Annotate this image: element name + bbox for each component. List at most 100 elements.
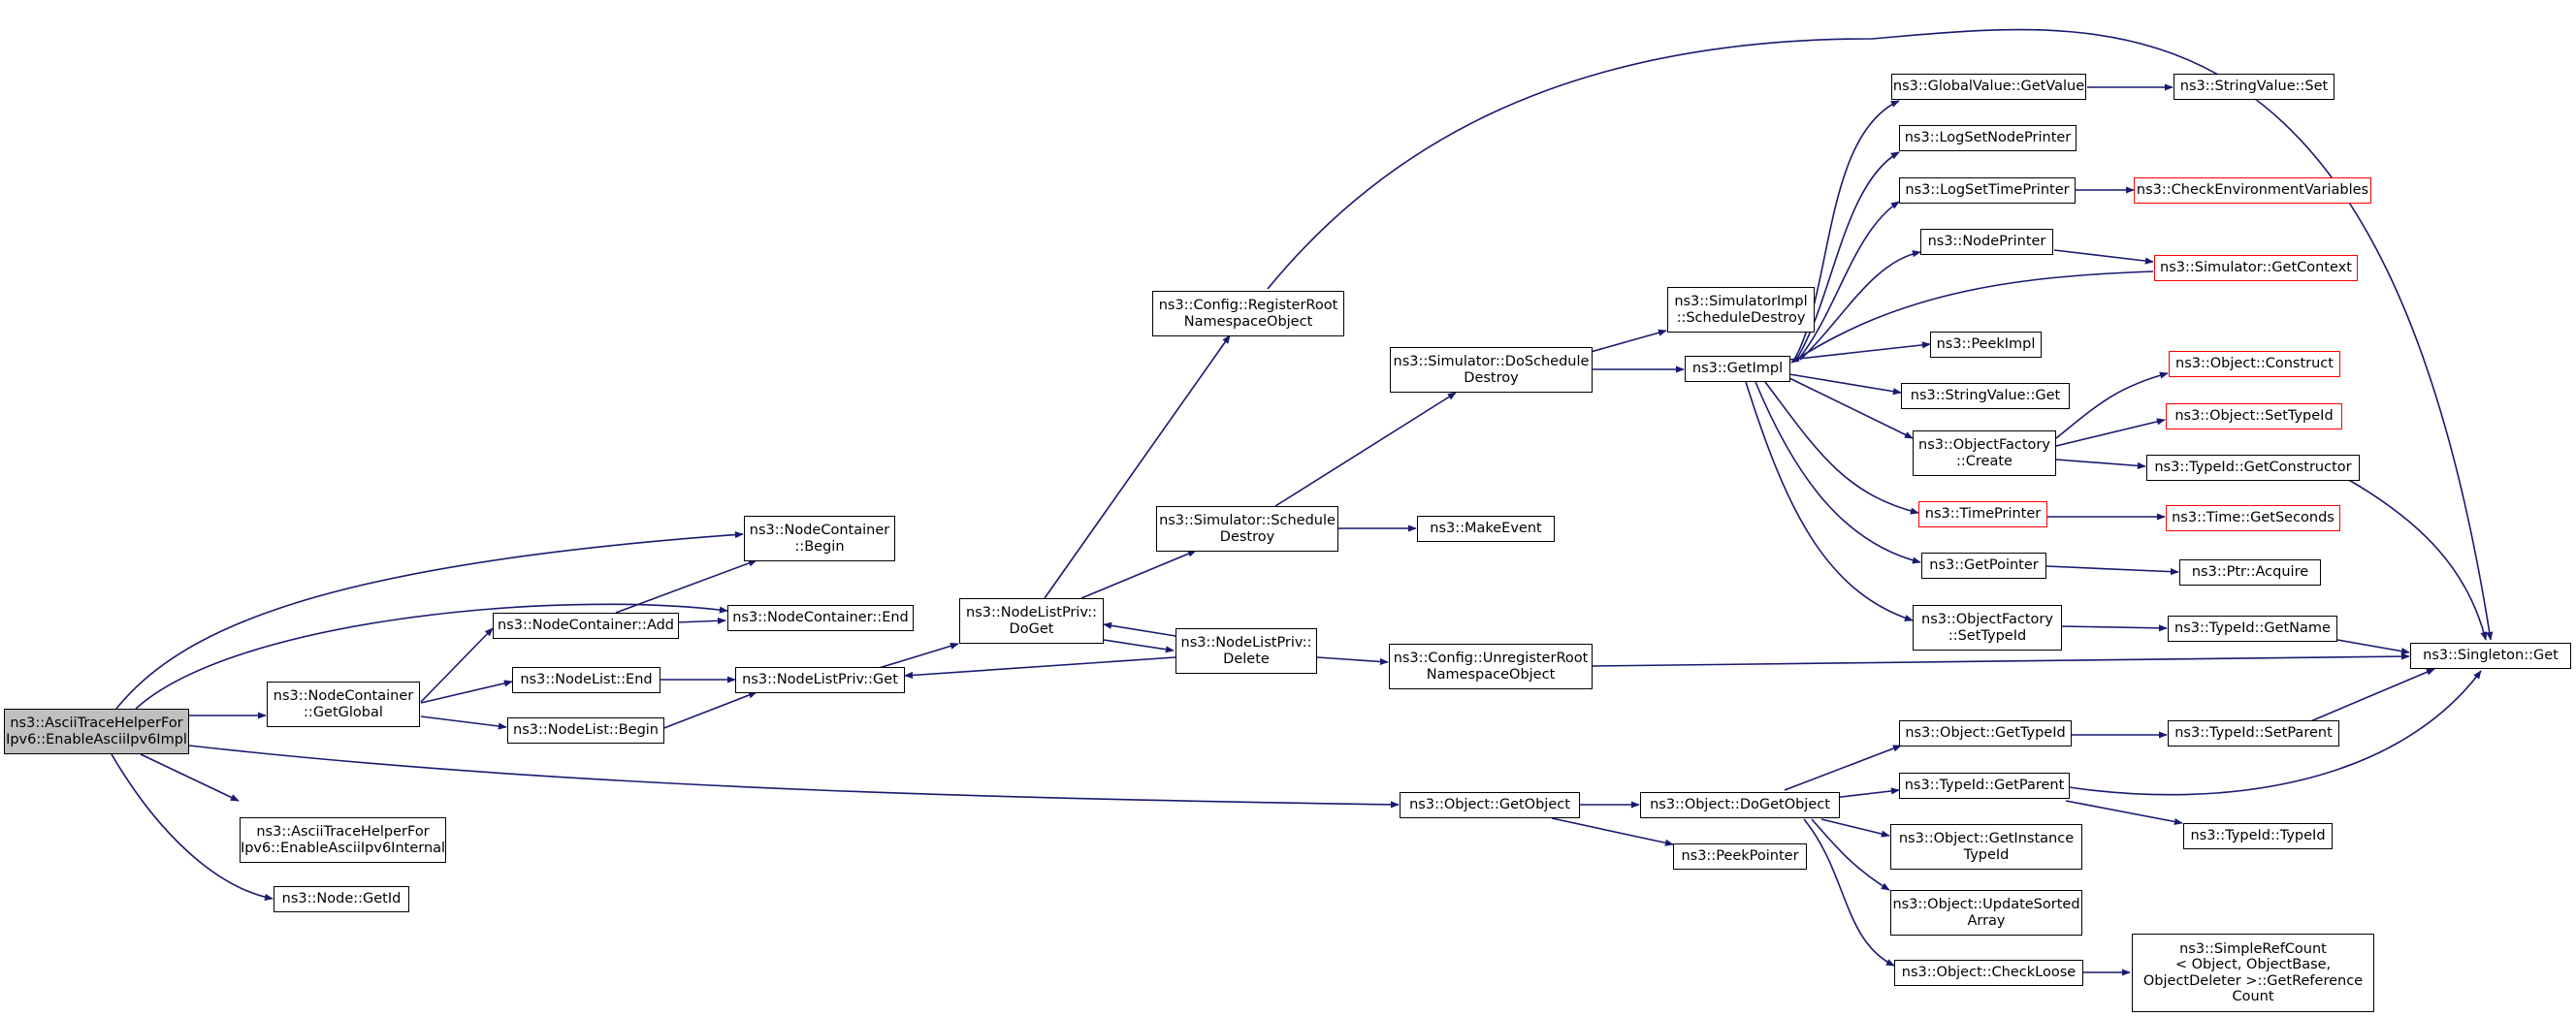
node-timeprinter[interactable]: ns3::TimePrinter [1918, 501, 2047, 527]
node-globalvalue-getvalue[interactable]: ns3::GlobalValue::GetValue [1891, 74, 2086, 100]
node-objectfactory-create[interactable]: ns3::ObjectFactory ::Create [1913, 430, 2056, 476]
edge-sim-schedule-destroy-to-sim-doschedule-destroy [1274, 392, 1457, 507]
edge-nc-getglobal-to-nl-end [420, 680, 513, 704]
node-objectfactory-settypeid[interactable]: ns3::ObjectFactory ::SetTypeId [1913, 605, 2062, 651]
node-stringvalue-get[interactable]: ns3::StringValue::Get [1901, 383, 2070, 409]
node-object-construct[interactable]: ns3::Object::Construct [2169, 351, 2340, 377]
edge-nlp-delete-to-nlp-doget [1103, 621, 1176, 637]
node-typeid-getparent[interactable]: ns3::TypeId::GetParent [1899, 773, 2070, 799]
node-simplerefcount-getreferencecount[interactable]: ns3::SimpleRefCount < Object, ObjectBase… [2132, 934, 2374, 1012]
node-nodelist-end[interactable]: ns3::NodeList::End [512, 667, 660, 693]
node-object-checkloose[interactable]: ns3::Object::CheckLoose [1894, 960, 2083, 986]
node-simulator-doschedule-destroy[interactable]: ns3::Simulator::DoSchedule Destroy [1390, 347, 1593, 393]
edge-nl-begin-to-nlp-get [660, 691, 757, 730]
node-enable-ascii-ipv6-internal[interactable]: ns3::AsciiTraceHelperFor Ipv6::EnableAsc… [240, 817, 446, 863]
edge-nlp-doget-to-nlp-delete [1103, 639, 1175, 653]
node-makeevent[interactable]: ns3::MakeEvent [1417, 516, 1555, 542]
node-node-getid[interactable]: ns3::Node::GetId [274, 886, 409, 912]
edge-typeid-getparent-to-typeid-typeid [2065, 800, 2183, 826]
edge-cfg-unregister-to-singleton [1591, 652, 2410, 667]
node-object-dogetobject[interactable]: ns3::Object::DoGetObject [1640, 792, 1840, 818]
node-simulatorimpl-scheduledestroy[interactable]: ns3::SimulatorImpl ::ScheduleDestroy [1667, 287, 1815, 333]
edge-nc-add-to-nc-end [675, 617, 726, 624]
edge-get-impl-to-of-create [1788, 377, 1914, 439]
node-getpointer[interactable]: ns3::GetPointer [1921, 553, 2046, 579]
edge-obj-dogetobject-to-obj-getinstancetypeid [1820, 818, 1890, 838]
node-getimpl[interactable]: ns3::GetImpl [1685, 356, 1790, 382]
edge-get-impl-to-log-time-printer [1797, 201, 1900, 361]
edge-typeid-getparent-to-singleton [2068, 670, 2482, 796]
edge-sim-getcontext-to-get-impl [1790, 270, 2154, 364]
edge-typeid-getconstructor-to-singleton [2346, 478, 2488, 641]
edge-nc-add-to-nc-begin [615, 559, 757, 614]
edge-nlp-delete-to-cfg-unregister [1316, 656, 1389, 666]
node-checkenvironmentvariables[interactable]: ns3::CheckEnvironmentVariables [2134, 177, 2371, 204]
node-nodelistpriv-delete[interactable]: ns3::NodeListPriv:: Delete [1175, 628, 1317, 674]
node-object-getinstancetypeid[interactable]: ns3::Object::GetInstance TypeId [1890, 824, 2082, 870]
node-typeid-getconstructor[interactable]: ns3::TypeId::GetConstructor [2146, 455, 2360, 481]
node-object-updatesortedarray[interactable]: ns3::Object::UpdateSorted Array [1890, 890, 2082, 936]
edge-nlp-doget-to-sim-schedule-destroy [1080, 550, 1197, 599]
edge-get-impl-to-node-printer [1799, 250, 1921, 361]
node-config-unregisterroot-namespaceobject[interactable]: ns3::Config::UnregisterRoot NamespaceObj… [1389, 644, 1593, 689]
node-nodelistpriv-doget[interactable]: ns3::NodeListPriv:: DoGet [959, 598, 1104, 644]
edge-typeid-setparent-to-singleton [2307, 668, 2435, 723]
node-singleton-get[interactable]: ns3::Singleton::Get [2410, 643, 2571, 669]
node-simulator-getcontext[interactable]: ns3::Simulator::GetContext [2154, 255, 2358, 281]
node-nodeprinter[interactable]: ns3::NodePrinter [1920, 229, 2053, 255]
node-peekpointer[interactable]: ns3::PeekPointer [1673, 843, 1807, 870]
edge-root-to-node-getid [111, 753, 274, 901]
node-logsetnodeprinter[interactable]: ns3::LogSetNodePrinter [1899, 125, 2077, 151]
edge-typeid-getname-to-singleton [2336, 639, 2410, 655]
node-object-gettypeid[interactable]: ns3::Object::GetTypeId [1899, 720, 2072, 747]
edge-get-impl-to-log-node-printer [1795, 151, 1900, 361]
node-typeid-getname[interactable]: ns3::TypeId::GetName [2168, 616, 2337, 642]
edge-get-impl-to-sv-get [1788, 373, 1902, 396]
edge-of-create-to-typeid-getconstructor [2055, 459, 2146, 469]
node-nodecontainer-end[interactable]: ns3::NodeContainer::End [727, 605, 914, 631]
node-nodelistpriv-get[interactable]: ns3::NodeListPriv::Get [735, 667, 905, 693]
node-stringvalue-set[interactable]: ns3::StringValue::Set [2174, 74, 2334, 100]
edge-nlp-doget-to-cfg-register [1044, 334, 1231, 599]
edge-cfg-register-to-singleton [1267, 28, 2494, 641]
node-nodecontainer-getglobal[interactable]: ns3::NodeContainer ::GetGlobal [267, 682, 420, 727]
edge-nc-getglobal-to-nl-begin [420, 715, 507, 730]
node-nodecontainer-begin[interactable]: ns3::NodeContainer ::Begin [744, 516, 895, 561]
edge-of-create-to-obj-construct [2055, 371, 2169, 439]
node-time-getseconds[interactable]: ns3::Time::GetSeconds [2166, 505, 2340, 531]
edge-nlp-delete-to-nlp-get [904, 656, 1176, 680]
edge-obj-dogetobject-to-obj-checkloose [1803, 818, 1895, 967]
edge-root-to-obj-getobject [188, 745, 1400, 809]
edge-get-impl-to-get-pointer [1755, 381, 1921, 564]
edge-root-to-internal [140, 753, 240, 802]
node-enable-ascii-ipv6-impl[interactable]: ns3::AsciiTraceHelperFor Ipv6::EnableAsc… [4, 709, 189, 754]
node-logsettimeprinter[interactable]: ns3::LogSetTimePrinter [1899, 177, 2076, 204]
node-object-getobject[interactable]: ns3::Object::GetObject [1400, 792, 1580, 818]
edge-sim-doschedule-destroy-to-simimpl [1590, 329, 1667, 353]
node-ptr-acquire[interactable]: ns3::Ptr::Acquire [2179, 559, 2321, 586]
edge-node-printer-to-sim-getcontext [2053, 249, 2154, 265]
edge-get-impl-to-time-printer [1764, 381, 1919, 515]
edge-of-settypeid-to-typeid-getname [2061, 624, 2168, 632]
edge-nlp-get-to-nlp-doget [875, 642, 959, 670]
node-peekimpl[interactable]: ns3::PeekImpl [1930, 332, 2042, 358]
node-simulator-schedule-destroy[interactable]: ns3::Simulator::Schedule Destroy [1156, 506, 1338, 552]
edge-root-to-nc-end [135, 603, 728, 710]
edge-root-to-nc-begin [115, 530, 744, 710]
edge-obj-dogetobject-to-typeid-getparent [1832, 787, 1900, 799]
node-config-registerroot-namespaceobject[interactable]: ns3::Config::RegisterRoot NamespaceObjec… [1152, 291, 1344, 336]
edge-obj-dogetobject-to-obj-updatesortedarray [1811, 818, 1890, 891]
node-typeid-setparent[interactable]: ns3::TypeId::SetParent [2168, 720, 2339, 747]
edge-nc-getglobal-to-nc-add [420, 627, 494, 703]
edge-get-pointer-to-ptr-acquire [2045, 565, 2179, 576]
edge-of-create-to-obj-settypeid [2055, 418, 2166, 447]
node-nodecontainer-add[interactable]: ns3::NodeContainer::Add [493, 613, 679, 639]
edge-obj-dogetobject-to-obj-gettypeid [1784, 745, 1902, 791]
node-nodelist-begin[interactable]: ns3::NodeList::Begin [507, 717, 664, 744]
node-typeid-typeid[interactable]: ns3::TypeId::TypeId [2183, 823, 2333, 849]
node-object-settypeid[interactable]: ns3::Object::SetTypeId [2166, 403, 2342, 429]
edge-get-impl-to-of-settypeid [1745, 381, 1914, 621]
edge-obj-getobject-to-peek-pointer [1551, 817, 1674, 846]
